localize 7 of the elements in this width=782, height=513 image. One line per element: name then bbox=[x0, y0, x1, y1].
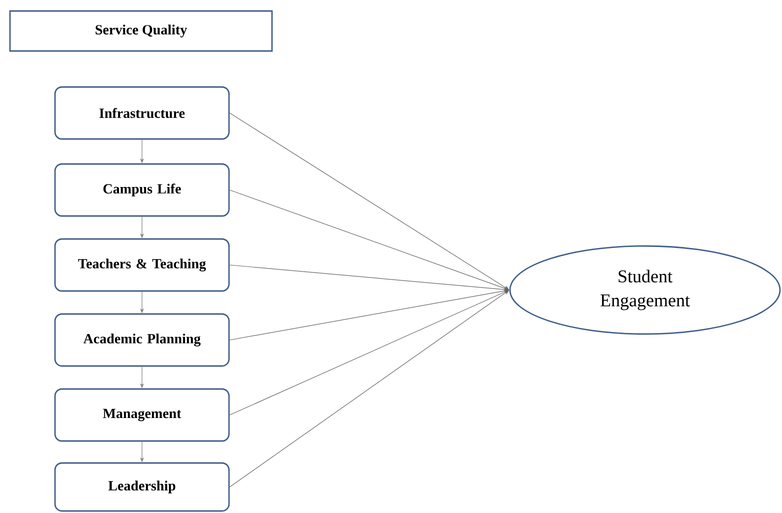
factor-box: Academic Planning bbox=[54, 313, 230, 367]
heading-box: Service Quality bbox=[9, 10, 273, 52]
factor-box: Leadership bbox=[54, 462, 230, 512]
factor-box: Teachers & Teaching bbox=[54, 238, 230, 292]
factor-box: Management bbox=[54, 388, 230, 442]
factor-box: Infrastructure bbox=[54, 86, 230, 140]
factor-box: Campus Life bbox=[54, 163, 230, 217]
